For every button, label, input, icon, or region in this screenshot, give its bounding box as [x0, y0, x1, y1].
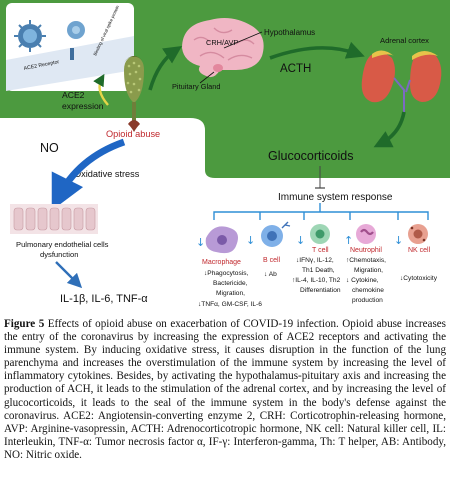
ace2-expression-label-line2: expression [62, 101, 104, 111]
endothelial-label-line1: Pulmonary endothelial cells [16, 240, 109, 249]
macrophage-effect-4: ↓TNFα, GM-CSF, IL-6 [198, 301, 262, 308]
adrenal-kidney-icon [361, 50, 442, 112]
endothelial-label-line2: dysfunction [40, 250, 78, 259]
neutrophil-effect-2: Migration, [354, 267, 383, 274]
t-cell-effect-4: Differentiation [300, 287, 341, 294]
nk-cell-label: NK cell [408, 247, 431, 254]
svg-text:↓: ↓ [196, 236, 205, 249]
hypothalamus-pointer [223, 31, 263, 49]
virus-receptor-illustration: ACE2 Receptor Binding of viral spike pro… [6, 3, 134, 91]
crh-avp-label: CRH/AVP [206, 38, 238, 47]
caption-label: Figure 5 [4, 318, 45, 330]
hypothalamus-label: Hypothalamus [264, 28, 315, 37]
acth-arrow [269, 41, 365, 60]
opioid-abuse-label: Opioid abuse [106, 129, 160, 139]
opioid-to-brain-arrow [148, 46, 182, 91]
figure-svg: ACE2 Receptor Binding of viral spike pro… [0, 0, 450, 314]
endothelium-to-cytokines-arrow [55, 261, 83, 289]
macrophage-cell-icon: ↓ [196, 226, 238, 254]
nk-cell-icon: ↓ [394, 224, 428, 247]
figure-caption: Figure 5 Effects of opioid abuse on exac… [4, 318, 446, 462]
opioid-to-endothelium-arrow [51, 138, 126, 211]
svg-text:↓: ↓ [394, 234, 403, 247]
macrophage-label: Macrophage [202, 259, 241, 266]
svg-text:↑: ↑ [344, 234, 353, 247]
caption-text: Effects of opioid abuse on exacerbation … [4, 318, 446, 461]
pituitary-pointer [199, 71, 215, 84]
glucocorticoids-label: Glucocorticoids [268, 149, 353, 163]
neutrophil-cell-icon: ↑ [344, 224, 376, 247]
adrenal-cortex-label: Adrenal cortex [380, 36, 429, 45]
oxidative-stress-label: Oxidative stress [74, 169, 140, 179]
b-cell-label: B cell [263, 257, 281, 264]
t-cell-icon: ↓ [296, 224, 330, 247]
ace2-expression-label-line1: ACE2 [62, 90, 85, 100]
opioid-poppy-icon [124, 56, 144, 132]
t-cell-label: T cell [312, 247, 329, 254]
macrophage-effect-3: Migration, [216, 290, 245, 297]
svg-text:↓: ↓ [246, 234, 255, 247]
figure-panel: ACE2 Receptor Binding of viral spike pro… [0, 0, 450, 314]
acth-label: ACTH [280, 63, 311, 75]
b-cell-effect-1: ↓ Ab [264, 271, 277, 278]
immune-response-label: Immune system response [278, 192, 393, 203]
t-cell-effect-3: ↑IL-4, IL-10, Th2 [292, 277, 341, 284]
macrophage-effect-2: Bactericide, [213, 280, 248, 287]
immune-bracket [213, 211, 429, 220]
neutrophil-effect-1: ↑Chemotaxis, [346, 257, 386, 264]
pituitary-gland-label: Pituitary Gland [172, 82, 220, 91]
macrophage-effect-1: ↓Phagocytosis, [204, 270, 249, 277]
neutrophil-effect-4: chemokine [352, 287, 384, 294]
neutrophil-effect-5: production [352, 297, 383, 304]
neutrophil-label: Neutrophil [350, 247, 382, 254]
adrenal-to-glucocorticoids-arrow [373, 111, 406, 148]
neutrophil-effect-3: ↓ Cytokine, [346, 277, 379, 284]
no-label: NO [40, 141, 59, 155]
immune-cells: ↓ Macrophage ↓Phagocytosis, Bactericide,… [196, 221, 438, 308]
cytokines-label: IL-1β, IL-6, TNF-α [60, 293, 148, 305]
t-cell-effect-2: Th1 Death, [302, 267, 335, 274]
nk-cell-effect-1: ↓Cytotoxicity [400, 275, 438, 282]
endothelial-cells-icon [10, 204, 98, 234]
ace2-arrow [93, 73, 109, 106]
brain-icon [182, 18, 264, 78]
t-cell-effect-1: ↓IFNγ, IL-12, [296, 257, 334, 264]
b-cell-icon: ↓ [246, 221, 291, 247]
svg-text:↓: ↓ [296, 234, 305, 247]
